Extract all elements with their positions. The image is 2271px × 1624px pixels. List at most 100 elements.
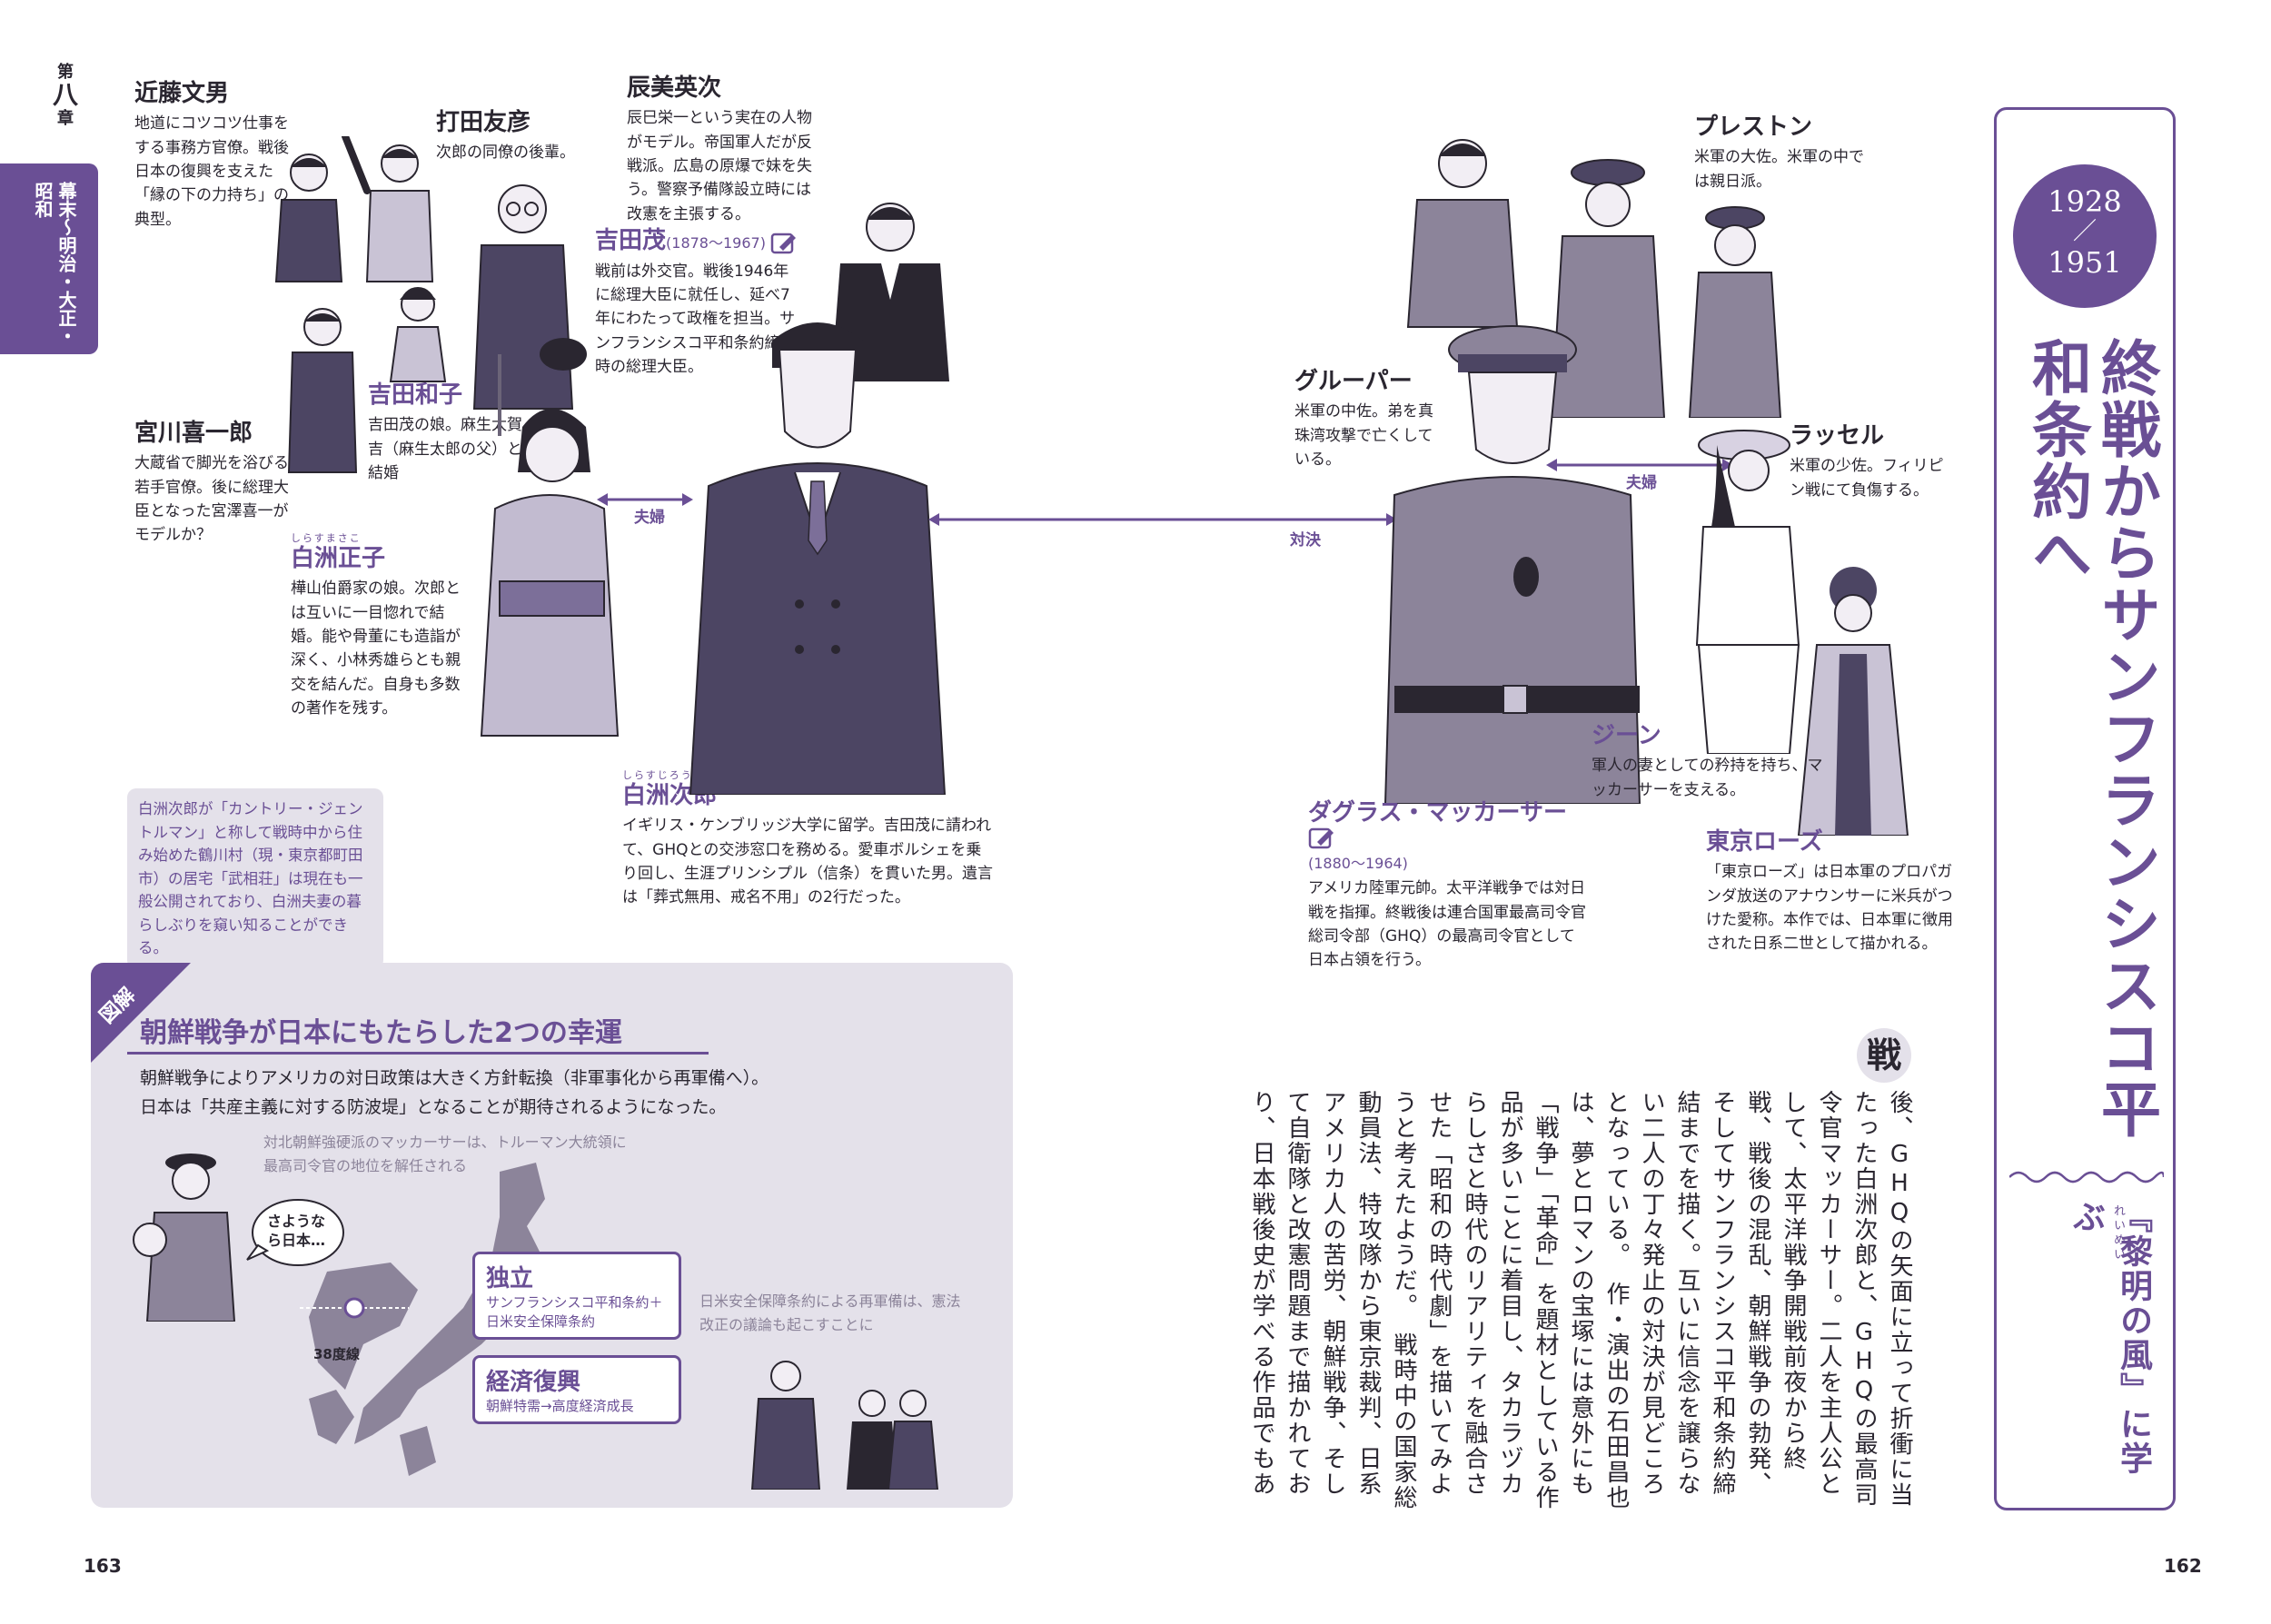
character-years: (1880〜1964) bbox=[1308, 855, 1408, 873]
character-name: 吉田茂 bbox=[595, 227, 667, 254]
chapter-label: 第 八 章 bbox=[52, 63, 78, 128]
note-box: 白洲次郎が「カントリー・ジェントルマン」と称して戦時中から住み始めた鶴川村（現・… bbox=[127, 788, 383, 969]
character-ruby: しらすまさこ bbox=[291, 532, 362, 544]
diagram-box-economy: 経済復興 朝鮮特需→高度経済成長 bbox=[472, 1355, 681, 1424]
map-korea-japan bbox=[300, 1163, 545, 1476]
banner-title: 終戦からサンフランシスコ平和条約へ bbox=[2022, 337, 2161, 1140]
character-jiro: しらすじろう 白洲次郎 イギリス・ケンブリッジ大学に留学。吉田茂に請われて、GH… bbox=[622, 767, 995, 910]
character-name: ジーン bbox=[1592, 722, 1661, 749]
pen-icon bbox=[1308, 827, 1334, 849]
illustration-tokyo-rose bbox=[1797, 567, 1909, 836]
page-number-right: 162 bbox=[2164, 1555, 2202, 1577]
diagram-panel: 図解 朝鮮戦争が日本にもたらした2つの幸運 朝鮮戦争によりアメリカの対日政策は大… bbox=[91, 963, 1013, 1508]
character-desc: 吉田茂の娘。麻生太賀吉（麻生太郎の父）と結婚 bbox=[368, 416, 522, 482]
character-name: 近藤文男 bbox=[134, 80, 230, 107]
character-desc: 米軍の大佐。米軍の中では親日派。 bbox=[1694, 148, 1864, 191]
character-desc: 次郎の同僚の後輩。 bbox=[436, 144, 575, 163]
illustration-macarthur bbox=[1383, 325, 1641, 804]
figure-kazuko bbox=[389, 287, 447, 382]
relation-arrow-versus bbox=[928, 513, 1397, 526]
character-desc: 大蔵省で脚光を浴びる若手官僚。後に総理大臣となった宮澤喜一がモデルか？ bbox=[134, 454, 289, 545]
relation-label-versus: 対決 bbox=[1290, 531, 1321, 550]
character-desc: 米軍の中佐。弟を真珠湾攻撃で亡くしている。 bbox=[1294, 402, 1433, 469]
diagram-caption-rearm: 日米安全保障条約による再軍備は、憲法改正の議論も起こすことに bbox=[699, 1292, 961, 1333]
character-desc: イギリス・ケンブリッジ大学に留学。吉田茂に請われて、GHQとの交渉窓口を務める。… bbox=[622, 817, 993, 907]
body-initial: 戦 bbox=[1857, 1028, 1911, 1083]
illustration-jiro bbox=[689, 322, 947, 795]
banner-wave-divider bbox=[2009, 1171, 2164, 1183]
page-number-left: 163 bbox=[84, 1555, 122, 1577]
note-text: 白洲次郎が「カントリー・ジェントルマン」と称して戦時中から住み始めた鶴川村（現・… bbox=[138, 800, 363, 957]
character-masako: しらすまさこ 白洲正子 樺山伯爵家の娘。次郎とは互いに一目惚れで結婚。能や骨董に… bbox=[291, 530, 463, 720]
diagram-caption-macarthur: 対北朝鮮強硬派のマッカーサーは、トルーマン大統領に最高司令官の地位を解任される bbox=[263, 1134, 627, 1174]
illustration-us-officers bbox=[1406, 139, 1782, 418]
character-desc: 辰巳栄一という実在の人物がモデル。帝国軍人だが反戦派。広島の原爆で妹を失う。警察… bbox=[627, 109, 812, 223]
diagram-title-underline bbox=[127, 1052, 709, 1055]
relation-arrow-couple-us bbox=[1546, 459, 1733, 471]
character-name: 打田友彦 bbox=[436, 109, 531, 136]
character-uchida: 打田友彦 次郎の同僚の後輩。 bbox=[436, 109, 618, 165]
figure-miyagawa bbox=[287, 308, 358, 473]
character-name: プレストン bbox=[1694, 114, 1813, 141]
character-desc: 戦前は外交官。戦後1946年に総理大臣に就任し、延べ7年にわたって政権を担当。サ… bbox=[595, 262, 796, 376]
box-sub: サンフランシスコ平和条約＋日米安全保障条約 bbox=[486, 1294, 663, 1330]
character-name: 東京ローズ bbox=[1706, 828, 1823, 856]
illustration-officials-small bbox=[750, 1361, 939, 1490]
diagram-tag-corner bbox=[91, 963, 191, 1063]
character-desc: 樺山伯爵家の娘。次郎とは互いに一目惚れで結婚。能や骨董にも造詣が深く、小林秀雄ら… bbox=[291, 579, 461, 718]
box-title: 経済復興 bbox=[486, 1369, 581, 1396]
pen-icon bbox=[770, 233, 797, 253]
relation-label-couple-us: 夫婦 bbox=[1626, 474, 1657, 492]
diagram-box-independence: 独立 サンフランシスコ平和条約＋日米安全保障条約 bbox=[472, 1252, 681, 1340]
character-name: 辰美英次 bbox=[627, 74, 722, 102]
character-name: ラッセル bbox=[1790, 422, 1885, 450]
character-jean: ジーン 軍人の妻としての矜持を持ち、マッカーサーを支える。 bbox=[1592, 722, 1828, 802]
relation-label-couple: 夫婦 bbox=[634, 509, 665, 527]
character-kondo: 近藤文男 地道にコツコツ仕事をする事務方官僚。戦後日本の復興を支えた「縁の下の力… bbox=[134, 80, 302, 232]
figure-uchida bbox=[342, 136, 434, 282]
label-38th-parallel: 38度線 bbox=[313, 1346, 360, 1362]
body-text: 後、GHQの矢面に立って折衝に当たった白洲次郎と、GHQの最高司令官マッカーサー… bbox=[1248, 1090, 1913, 1510]
figure-preston-left bbox=[1406, 139, 1519, 328]
illustration-jean bbox=[1695, 430, 1800, 754]
banner-subtitle: 『黎明の風』に学ぶ bbox=[2068, 1200, 2152, 1476]
character-name: 宮川喜一郎 bbox=[134, 420, 253, 447]
chapter-era-tab: 幕末〜明治・大正・昭和 bbox=[0, 163, 98, 354]
character-tokyorose: 東京ローズ 「東京ローズ」は日本軍のプロパガンダ放送のアナウンサーに米兵がつけた… bbox=[1706, 828, 1968, 956]
illustration-macarthur-farewell bbox=[133, 1154, 236, 1322]
character-years: (1878〜1967) bbox=[666, 234, 766, 252]
figure-kondo bbox=[274, 153, 343, 282]
character-name: グルーパー bbox=[1294, 368, 1413, 395]
character-desc: 地道にコツコツ仕事をする事務方官僚。戦後日本の復興を支えた「縁の下の力持ち」の典… bbox=[134, 114, 289, 229]
character-preston: プレストン 米軍の大佐。米軍の中では親日派。 bbox=[1694, 114, 1867, 193]
box-sub: 朝鮮特需→高度経済成長 bbox=[486, 1398, 634, 1414]
diagram-lead-2: 日本は「共産主義に対する防波堤」となることが期待されるようになった。 bbox=[140, 1097, 727, 1117]
character-name: 吉田和子 bbox=[368, 381, 463, 409]
diagram-lead-1: 朝鮮戦争によりアメリカの対日政策は大きく方針転換（非軍事化から再軍備へ）。 bbox=[140, 1068, 769, 1088]
box-title: 独立 bbox=[486, 1265, 534, 1292]
character-desc: 「東京ローズ」は日本軍のプロパガンダ放送のアナウンサーに米兵がつけた愛称。本作で… bbox=[1706, 863, 1953, 954]
character-macarthur: ダグラス・マッカーサー (1880〜1964) アメリカ陸軍元帥。太平洋戦争では… bbox=[1308, 799, 1590, 973]
year-badge: 1928 ／ 1951 bbox=[2013, 164, 2157, 308]
character-russell: ラッセル 米軍の少佐。フィリピン戦にて負傷する。 bbox=[1790, 422, 1949, 502]
character-kazuko: 吉田和子 吉田茂の娘。麻生太賀吉（麻生太郎の父）と結婚 bbox=[368, 381, 527, 485]
character-yoshida: 吉田茂(1878〜1967) 戦前は外交官。戦後1946年に総理大臣に就任し、延… bbox=[595, 227, 799, 379]
character-desc: 米軍の少佐。フィリピン戦にて負傷する。 bbox=[1790, 457, 1944, 500]
figure-yoshida bbox=[472, 184, 587, 436]
character-desc: 軍人の妻としての矜持を持ち、マッカーサーを支える。 bbox=[1592, 757, 1823, 799]
character-ruby: しらすじろう bbox=[622, 769, 693, 781]
illustration-masako bbox=[480, 409, 620, 737]
character-tatsumi: 辰美英次 辰巳栄一という実在の人物がモデル。帝国軍人だが反戦派。広島の原爆で妹を… bbox=[627, 74, 813, 226]
character-name: 白洲正子 bbox=[291, 545, 386, 572]
figure-officer-right bbox=[1688, 206, 1782, 418]
character-grouper: グルーパー 米軍の中佐。弟を真珠湾攻撃で亡くしている。 bbox=[1294, 368, 1444, 471]
title-banner: 1928 ／ 1951 終戦からサンフランシスコ平和条約へ れいめい 『黎明の風… bbox=[1994, 107, 2176, 1510]
diagram-title: 朝鮮戦争が日本にもたらした2つの幸運 bbox=[140, 1017, 622, 1049]
character-miyagawa: 宮川喜一郎 大蔵省で脚光を浴びる若手官僚。後に総理大臣となった宮澤喜一がモデルか… bbox=[134, 420, 289, 548]
banner-subtitle-ruby: れいめい bbox=[2111, 1204, 2125, 1263]
relation-arrow-couple bbox=[597, 493, 693, 506]
character-name: ダグラス・マッカーサー bbox=[1308, 799, 1567, 827]
speech-text: さようなら日本… bbox=[266, 1213, 325, 1249]
speech-bubble bbox=[246, 1199, 344, 1266]
character-desc: アメリカ陸軍元帥。太平洋戦争では対日戦を指揮。終戦後は連合国軍最高司令官総司令部… bbox=[1308, 879, 1586, 970]
